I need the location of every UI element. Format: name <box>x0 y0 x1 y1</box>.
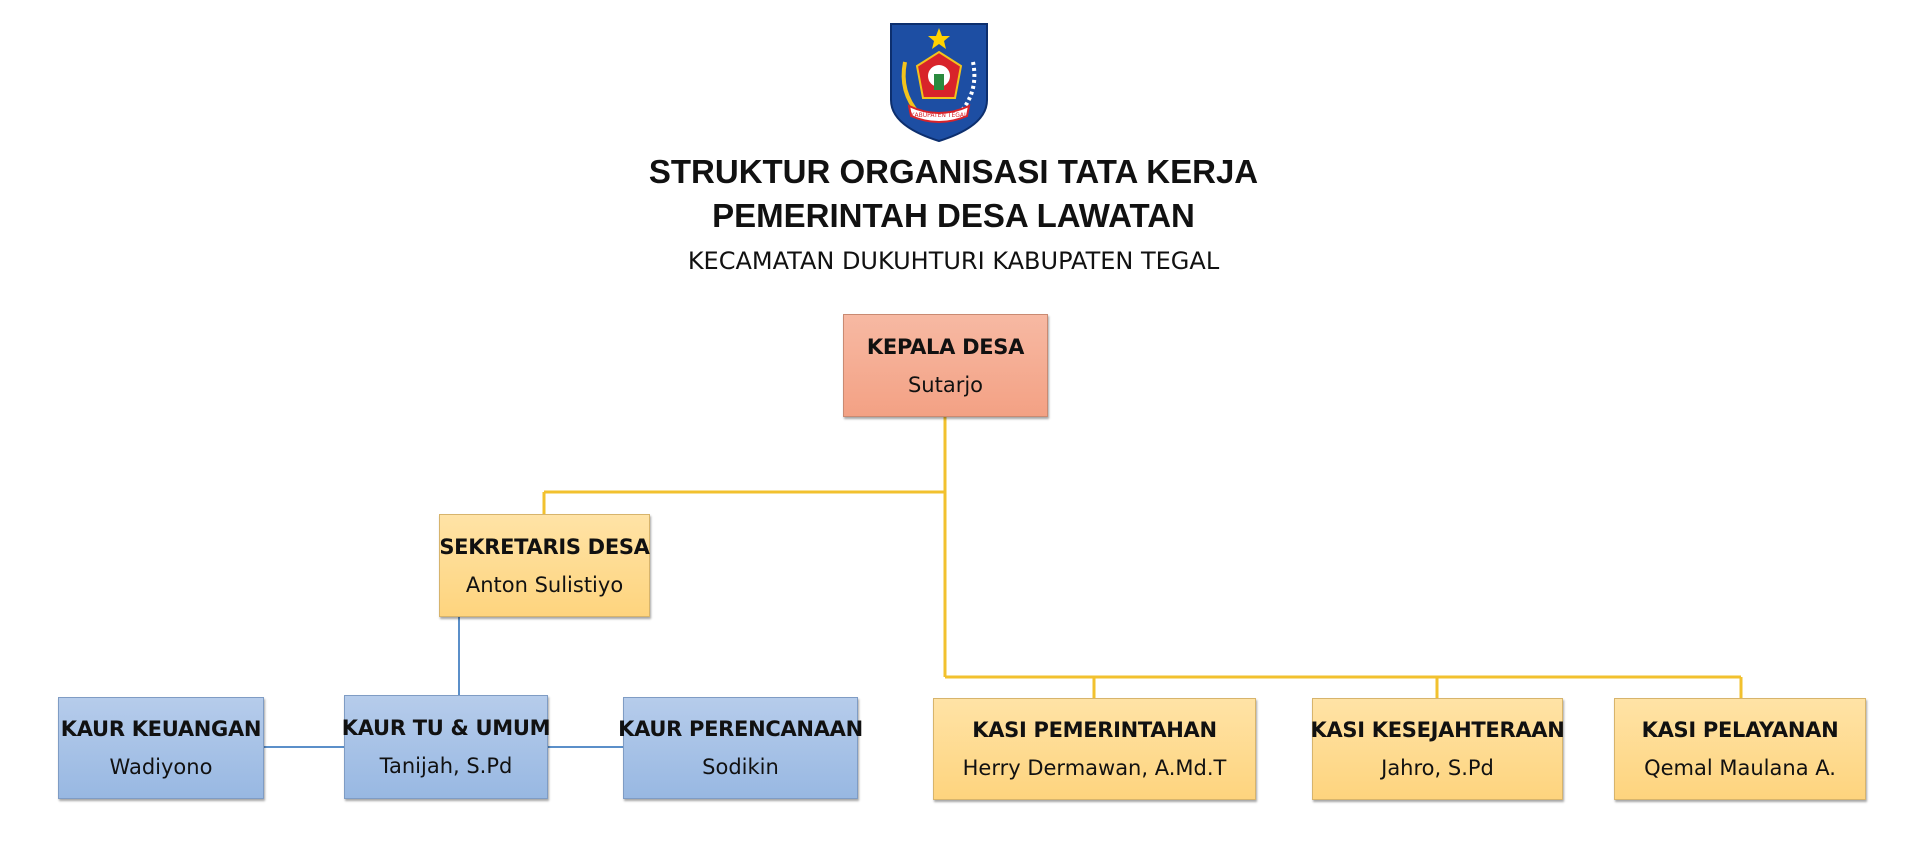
kasi-pemerintahan-role: KASI PEMERINTAHAN <box>972 718 1217 742</box>
kaur-perencanaan-name: Sodikin <box>702 755 779 779</box>
kaur-tu-umum-box: KAUR TU & UMUM Tanijah, S.Pd <box>341 695 551 799</box>
page-title-line1: STRUKTUR ORGANISASI TATA KERJA <box>648 153 1259 190</box>
kasi-pelayanan-box: KASI PELAYANAN Qemal Maulana A. <box>1614 698 1866 800</box>
page-title-line2: PEMERINTAH DESA LAWATAN <box>712 197 1195 234</box>
kasi-kesejahteraan-box: KASI KESEJAHTERAAN Jahro, S.Pd <box>1310 698 1565 800</box>
kabupaten-tegal-crest-logo: KABUPATEN TEGAL <box>890 23 988 143</box>
kepala-desa-name: Sutarjo <box>907 372 984 397</box>
kasi-pemerintahan-box: KASI PEMERINTAHAN Herry Dermawan, A.Md.T <box>933 698 1256 800</box>
page-subtitle: KECAMATAN DUKUHTURI KABUPATEN TEGAL <box>687 247 1220 275</box>
sekretaris-desa-role: SEKRETARIS DESA <box>439 534 650 559</box>
kaur-perencanaan-box: KAUR PERENCANAAN Sodikin <box>618 697 863 799</box>
kasi-pelayanan-role: KASI PELAYANAN <box>1641 718 1839 742</box>
sekretaris-desa-name: Anton Sulistiyo <box>465 572 624 597</box>
kepala-desa-role: KEPALA DESA <box>866 334 1025 359</box>
kasi-kesejahteraan-name: Jahro, S.Pd <box>1381 756 1494 780</box>
kasi-pemerintahan-name: Herry Dermawan, A.Md.T <box>962 756 1227 780</box>
kasi-pelayanan-name: Qemal Maulana A. <box>1644 756 1836 780</box>
kaur-keuangan-name: Wadiyono <box>109 755 213 779</box>
kaur-keuangan-box: KAUR KEUANGAN Wadiyono <box>58 697 264 799</box>
kaur-perencanaan-role: KAUR PERENCANAAN <box>618 717 863 741</box>
kepala-desa-box: KEPALA DESA Sutarjo <box>843 314 1048 417</box>
kasi-kesejahteraan-role: KASI KESEJAHTERAAN <box>1310 718 1565 742</box>
kaur-tu-umum-name: Tanijah, S.Pd <box>379 754 513 778</box>
kaur-keuangan-role: KAUR KEUANGAN <box>60 717 262 741</box>
sekretaris-desa-box: SEKRETARIS DESA Anton Sulistiyo <box>439 514 650 617</box>
svg-text:KABUPATEN TEGAL: KABUPATEN TEGAL <box>911 112 968 119</box>
kaur-tu-umum-role: KAUR TU & UMUM <box>341 716 551 740</box>
